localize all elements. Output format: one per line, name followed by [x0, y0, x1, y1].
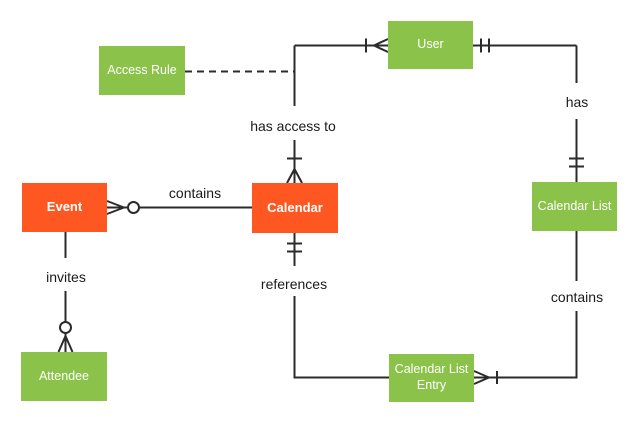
entity-calendar-list-entry: Calendar List Entry [389, 354, 474, 402]
connector-invites [57, 232, 74, 353]
entity-calendar: Calendar [252, 183, 338, 233]
entity-calendar-list: Calendar List [532, 182, 617, 231]
connector-contains-event [106, 200, 252, 215]
entity-label: Access Rule [107, 62, 177, 77]
entity-label: Calendar List [537, 198, 612, 213]
connector-has-access-to [286, 38, 389, 184]
connector-contains-list [473, 231, 578, 385]
crow-foot-many-icon [286, 168, 303, 184]
entity-label: Calendar [267, 199, 323, 215]
entity-label: Event [46, 199, 83, 215]
cardinality-zero-circle-icon [59, 321, 72, 334]
entity-user: User [388, 21, 473, 69]
crow-foot-many-icon [373, 38, 389, 53]
crow-foot-many-icon [106, 200, 125, 215]
entity-attendee: Attendee [21, 352, 107, 401]
relationship-label-contains-list: contains [550, 289, 604, 305]
cardinality-double-bar-icon [480, 38, 490, 53]
relationship-label-has-access-to: has access to [250, 118, 336, 134]
entity-event: Event [22, 183, 107, 232]
connector-references [287, 233, 389, 379]
relationship-label-invites: invites [46, 269, 86, 285]
crow-foot-many-icon [57, 335, 74, 353]
entity-access-rule: Access Rule [99, 46, 185, 95]
relationship-label-has: has [565, 94, 589, 110]
entity-label: Attendee [38, 368, 90, 383]
crow-foot-many-icon [473, 370, 490, 385]
cardinality-double-bar-icon [287, 242, 302, 253]
connector-has [473, 38, 584, 182]
relationship-label-references: references [260, 276, 328, 292]
cardinality-double-bar-icon [569, 157, 584, 168]
entity-label: User [417, 37, 444, 52]
relationship-label-contains-calendar: contains [168, 185, 222, 201]
entity-label: Calendar List Entry [394, 362, 469, 392]
cardinality-zero-circle-icon [127, 201, 140, 214]
